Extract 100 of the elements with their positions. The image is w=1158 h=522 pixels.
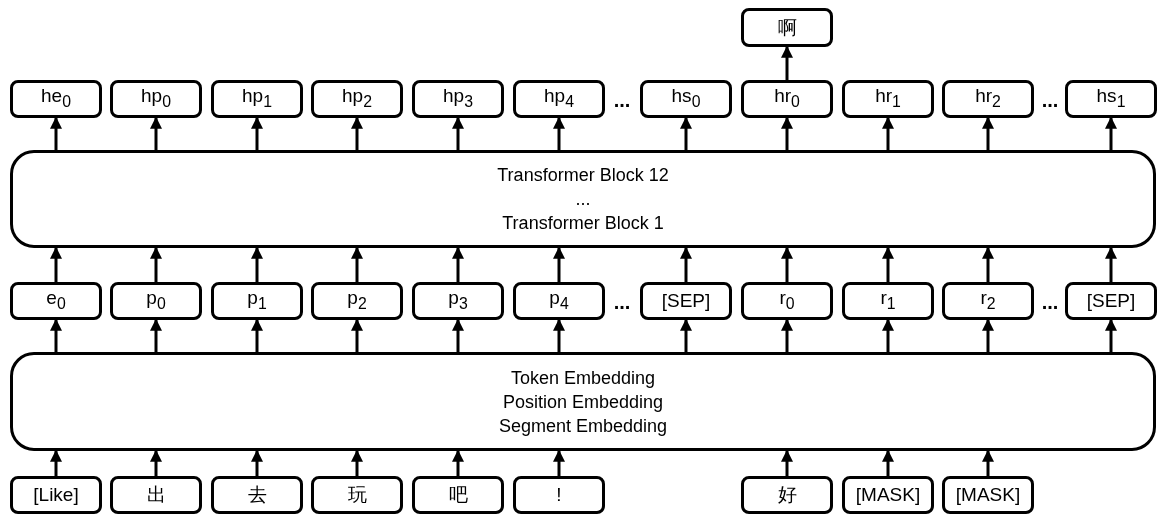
arrow	[351, 116, 363, 150]
layer-box	[10, 352, 1156, 451]
box-label: hp$_{4}$	[544, 85, 574, 112]
arrow	[452, 318, 464, 352]
arrow	[251, 246, 263, 282]
box-label: [Like]	[33, 484, 79, 506]
box-label: hr$_{1}$	[875, 85, 901, 112]
arrow	[50, 318, 62, 352]
arrow	[882, 116, 894, 150]
token-box	[311, 282, 403, 320]
token-box	[741, 80, 833, 118]
box-label: hp$_{2}$	[342, 85, 372, 112]
box-label: hr$_{0}$	[774, 85, 800, 112]
token-box	[10, 80, 102, 118]
arrow	[251, 449, 263, 476]
arrow	[982, 318, 994, 352]
arrow	[150, 246, 162, 282]
arrow	[680, 246, 692, 282]
token-box	[110, 80, 202, 118]
token-box	[741, 476, 833, 514]
arrow	[680, 318, 692, 352]
box-label: !	[556, 484, 562, 506]
box-label: Transformer Block 1	[502, 212, 664, 235]
arrow	[452, 246, 464, 282]
arrow	[251, 116, 263, 150]
box-label: he$_{0}$	[41, 85, 71, 112]
ellipsis-label: ...	[1041, 88, 1059, 112]
box-label: 出	[146, 484, 166, 506]
box-label: r$_{2}$	[980, 287, 996, 314]
arrow	[553, 318, 565, 352]
arrow	[1105, 318, 1117, 352]
box-label: r$_{0}$	[779, 287, 795, 314]
arrow	[351, 449, 363, 476]
token-box	[10, 476, 102, 514]
token-box	[412, 476, 504, 514]
token-box	[110, 476, 202, 514]
ellipsis-label: ...	[613, 88, 631, 112]
token-box	[513, 282, 605, 320]
arrow	[882, 449, 894, 476]
box-label: p$_{1}$	[247, 287, 267, 314]
token-box	[211, 476, 303, 514]
box-label: [MASK]	[955, 484, 1021, 506]
token-box	[942, 476, 1034, 514]
box-label: [SEP]	[661, 290, 711, 312]
box-label: 好	[777, 484, 797, 506]
arrow	[882, 318, 894, 352]
token-box	[842, 80, 934, 118]
arrow	[150, 116, 162, 150]
box-label: hs$_{0}$	[671, 85, 701, 112]
token-box	[741, 8, 833, 47]
token-box	[311, 476, 403, 514]
token-box	[741, 282, 833, 320]
token-box	[842, 476, 934, 514]
arrow	[251, 318, 263, 352]
box-label: r$_{1}$	[880, 287, 896, 314]
arrow	[50, 116, 62, 150]
token-box	[412, 80, 504, 118]
arrow	[982, 116, 994, 150]
box-label: [MASK]	[855, 484, 921, 506]
box-label: hs$_{1}$	[1096, 85, 1126, 112]
box-label: Segment Embedding	[498, 414, 668, 438]
token-box	[1065, 282, 1157, 320]
token-box	[513, 80, 605, 118]
box-label: p$_{4}$	[549, 287, 569, 314]
token-box	[311, 80, 403, 118]
arrow	[452, 449, 464, 476]
box-label: hp$_{0}$	[141, 85, 171, 112]
box-label: 吧	[448, 484, 468, 506]
box-label: [SEP]	[1086, 290, 1136, 312]
arrow	[553, 246, 565, 282]
arrow	[781, 116, 793, 150]
arrow	[680, 116, 692, 150]
arrow	[781, 45, 793, 80]
arrow	[781, 449, 793, 476]
box-label: Transformer Block 12	[497, 164, 669, 187]
ellipsis-label: ...	[613, 290, 631, 314]
box-label: 啊	[777, 16, 797, 39]
arrow	[553, 449, 565, 476]
arrow	[1105, 116, 1117, 150]
token-box	[110, 282, 202, 320]
token-box	[640, 80, 732, 118]
token-box	[942, 282, 1034, 320]
arrow	[982, 246, 994, 282]
box-label: ...	[575, 188, 591, 211]
arrow	[150, 449, 162, 476]
arrow	[982, 449, 994, 476]
token-box	[640, 282, 732, 320]
arrow	[781, 246, 793, 282]
ellipsis-label: ...	[1041, 290, 1059, 314]
arrow	[50, 246, 62, 282]
token-box	[211, 80, 303, 118]
box-label: hp$_{1}$	[242, 85, 272, 112]
arrow	[150, 318, 162, 352]
box-label: hp$_{3}$	[443, 85, 473, 112]
box-label: hr$_{2}$	[975, 85, 1001, 112]
arrow	[882, 246, 894, 282]
arrow	[351, 318, 363, 352]
box-label: Token Embedding	[510, 366, 656, 390]
box-label: e$_{0}$	[46, 287, 66, 314]
layer-box	[10, 150, 1156, 248]
